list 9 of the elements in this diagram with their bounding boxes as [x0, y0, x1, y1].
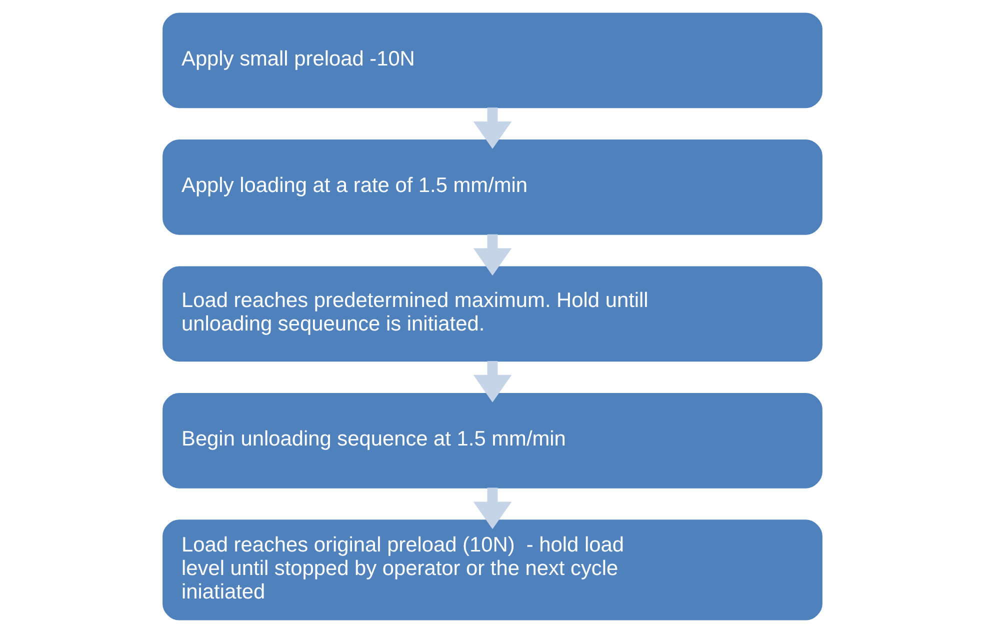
node-box: Load reaches original preload (10N) - hold load level until stopped by operator or the next cycle iniatiated: [162, 520, 822, 620]
arrow: [472, 108, 512, 149]
arrow: [472, 361, 512, 402]
node-box: Apply small preload -10N: [162, 12, 822, 108]
node-box: Begin unloading sequence at 1.5 mm/min: [162, 392, 822, 488]
node-box: Apply loading at a rate of 1.5 mm/min: [162, 139, 822, 235]
arrow: [472, 234, 512, 276]
arrow: [472, 488, 512, 530]
node-box: Load reaches predetermined maximum. Hold untill unloading sequeunce is initiated.: [162, 266, 822, 362]
